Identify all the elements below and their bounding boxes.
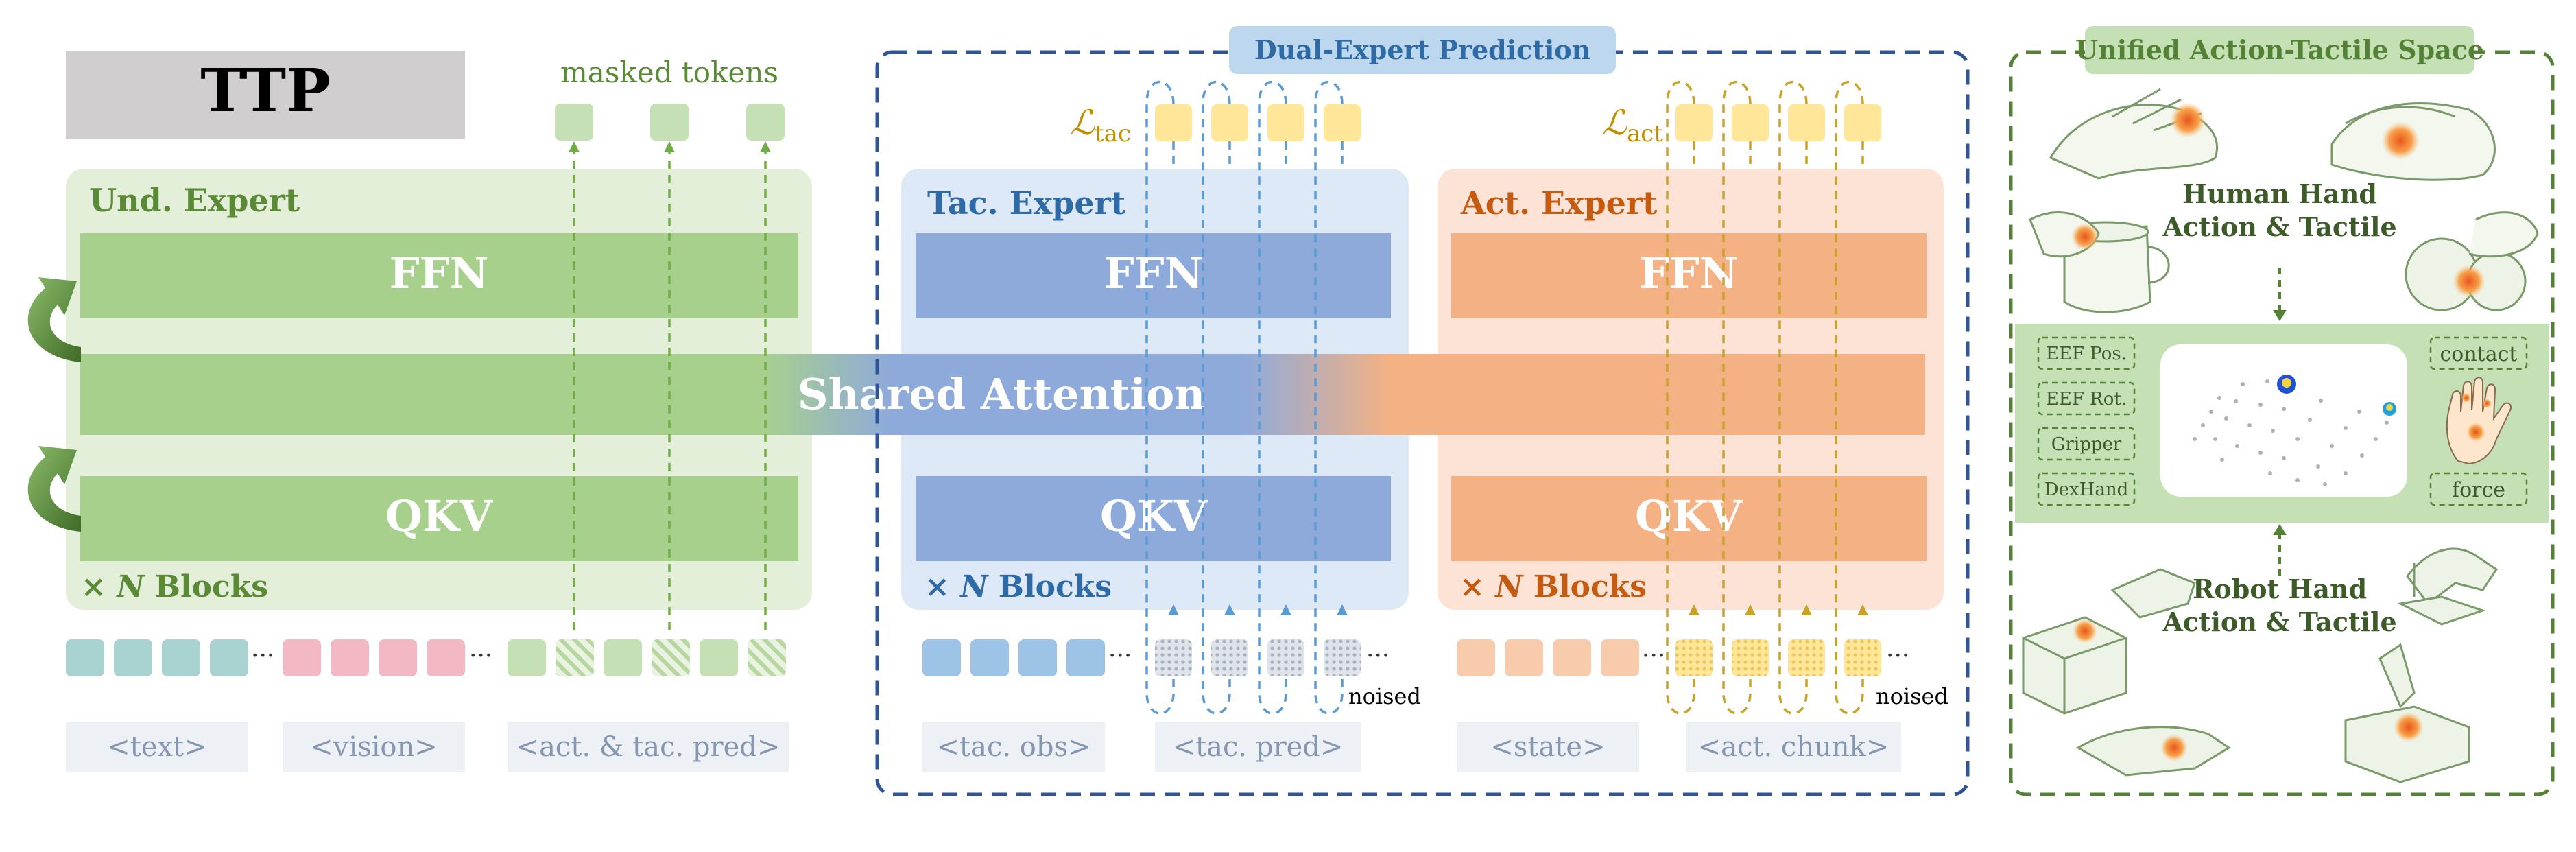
title-text: TTP	[200, 56, 331, 126]
act-output-tokens	[1675, 104, 1881, 141]
tag-eef-pos: EEF Pos.	[2046, 344, 2127, 364]
state-tokens	[1457, 639, 1639, 676]
act-expert-title: Act. Expert	[1460, 185, 1658, 222]
und-ffn-label: FFN	[390, 248, 489, 298]
act-tac-pred-tokens	[508, 639, 786, 676]
unified-title-box	[2085, 26, 2474, 74]
act-ffn-label: FFN	[1639, 248, 1739, 298]
ellipsis: ···	[1108, 642, 1132, 670]
ellipsis: ···	[1642, 642, 1665, 670]
loop-arrows	[27, 277, 81, 532]
tag-gripper: Gripper	[2051, 434, 2122, 455]
masked-token	[555, 104, 593, 141]
vision-tokens	[283, 639, 465, 676]
dual-expert-title: Dual-Expert Prediction	[1254, 34, 1590, 65]
und-ffn-bar	[80, 233, 798, 318]
shared-attention-bar	[80, 354, 1925, 435]
hand-heatmap-icon	[2446, 377, 2512, 465]
und-expert-title: Und. Expert	[89, 182, 300, 219]
input-label-text: <text>	[107, 731, 206, 763]
act-chunk-tokens	[1675, 639, 1881, 676]
tac-noised-label: noised	[1348, 683, 1421, 709]
loop-arrow-upper	[27, 277, 81, 362]
tac-output-tokens	[1155, 104, 1361, 141]
masked-tokens-label: masked tokens	[560, 56, 778, 89]
masked-token	[650, 104, 689, 141]
tac-expert-title: Tac. Expert	[927, 185, 1126, 222]
und-qkv-label: QKV	[385, 491, 493, 541]
tag-eef-rot: EEF Rot.	[2046, 389, 2127, 410]
tag-contact: contact	[2440, 342, 2518, 366]
text-tokens	[66, 639, 248, 676]
act-blocks-label: × N Blocks	[1459, 569, 1647, 604]
tag-dexhand: DexHand	[2044, 480, 2128, 500]
tac-pred-tokens	[1155, 639, 1361, 676]
loop-arrow-lower	[27, 446, 81, 532]
tag-force: force	[2452, 478, 2505, 502]
input-label-state: <state>	[1490, 731, 1605, 763]
tac-blocks-label: × N Blocks	[925, 569, 1112, 604]
input-label-tac-pred: <tac. pred>	[1173, 731, 1344, 763]
tactile-point-cloud	[2193, 379, 2389, 486]
masked-token	[746, 104, 785, 141]
tac-qkv-bar	[916, 476, 1391, 561]
tac-obs-tokens	[922, 639, 1105, 676]
ellipsis: ···	[1366, 642, 1390, 670]
dual-expert-title-box	[1229, 26, 1616, 74]
tac-qkv-label: QKV	[1100, 491, 1208, 541]
input-label-tac-obs: <tac. obs>	[937, 731, 1091, 763]
title-box	[66, 51, 465, 139]
tac-flow-lines	[1145, 80, 1344, 715]
loss-tac-label: ℒtac	[1070, 103, 1131, 147]
ellipsis: ···	[469, 642, 492, 670]
act-noised-label: noised	[1876, 683, 1948, 709]
human-hand-illustration	[2029, 88, 2539, 313]
tac-ffn-bar	[916, 233, 1391, 318]
act-flow-lines	[1666, 80, 1864, 715]
shared-attention-label: Shared Attention	[798, 369, 1206, 419]
left-tag-group: EEF Pos. EEF Rot. Gripper DexHand	[2037, 336, 2136, 506]
input-label-act-chunk: <act. chunk>	[1698, 731, 1889, 763]
act-ffn-bar	[1451, 233, 1927, 318]
ellipsis: ···	[251, 642, 274, 670]
ellipsis: ···	[1886, 642, 1909, 670]
right-tag-group: contact force	[2429, 336, 2528, 506]
tac-ffn-label: FFN	[1104, 248, 1204, 298]
tactile-map-panel	[2160, 344, 2407, 497]
input-label-act-tac-pred: <act. & tac. pred>	[516, 731, 780, 763]
act-qkv-bar	[1451, 476, 1927, 561]
input-label-vision: <vision>	[310, 731, 438, 763]
unified-title: Unified Action-Tactile Space	[2075, 34, 2484, 65]
loss-act-label: ℒact	[1602, 103, 1663, 147]
act-qkv-label: QKV	[1635, 491, 1743, 541]
und-qkv-bar	[80, 476, 798, 561]
robot-hand-illustration	[2022, 547, 2499, 783]
masked-token-row	[555, 104, 785, 141]
und-blocks-label: × N Blocks	[81, 569, 268, 604]
input-labels: <text> <vision> <act. & tac. pred> <tac.…	[66, 722, 1901, 772]
